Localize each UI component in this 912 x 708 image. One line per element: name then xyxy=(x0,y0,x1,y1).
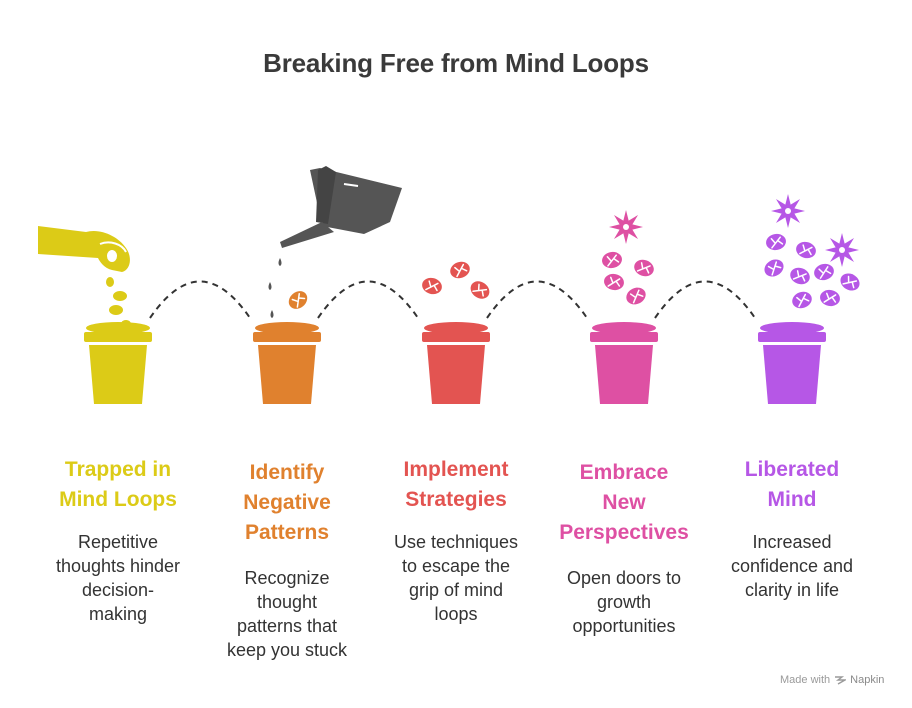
step-description-4: Open doors to growth opportunities xyxy=(539,566,709,638)
connector-2-3 xyxy=(317,280,419,319)
dashed-connectors xyxy=(149,280,756,319)
brand-label: Napkin xyxy=(850,674,885,686)
step-title-line: Perspectives xyxy=(559,521,689,544)
made-with-label: Made with xyxy=(780,674,831,686)
pot-icon-5 xyxy=(758,322,826,404)
step-description-line: patterns that xyxy=(236,616,338,636)
step-title-line: Mind xyxy=(767,488,817,511)
step-description-3: Use techniques to escape the grip of mind l… xyxy=(371,530,541,626)
step-title-line: Liberated xyxy=(744,458,840,481)
step-description-line: clarity in life xyxy=(744,580,840,600)
connector-3-4 xyxy=(486,280,588,319)
step-description-line: thought xyxy=(256,592,318,612)
step-description-line: making xyxy=(88,604,148,624)
flower-group-5 xyxy=(760,194,864,312)
pot-icon-3 xyxy=(422,322,490,404)
step-description-line: opportunities xyxy=(572,616,676,636)
step-title-line: Patterns xyxy=(244,521,330,544)
step-title-line: Negative xyxy=(243,491,331,514)
hand-seeds-icon xyxy=(38,226,131,328)
step-description-line: keep you stuck xyxy=(226,640,348,660)
step-description-1: Repetitive thoughts hinder decision-making xyxy=(33,530,203,626)
step-description-line: Increased xyxy=(752,532,832,552)
step-description-line: loops xyxy=(434,604,478,624)
flower-group-4 xyxy=(600,210,657,309)
step-title-line: Mind Loops xyxy=(59,488,177,511)
step-description-line: Recognize xyxy=(244,568,330,588)
step-description-line: Open doors to xyxy=(566,568,682,588)
step-description-line: growth xyxy=(596,592,652,612)
step-description-5: Increased confidence and clarity in life xyxy=(707,530,877,602)
step-title-line: Trapped in xyxy=(64,458,172,481)
step-description-line: thoughts hinder xyxy=(55,556,181,576)
flower-icon xyxy=(609,210,643,244)
step-title-1: Trapped in Mind Loops xyxy=(33,455,203,515)
step-title-line: New xyxy=(602,491,646,514)
connector-1-2 xyxy=(149,280,251,319)
step-title-line: Embrace xyxy=(579,461,669,484)
napkin-logo-icon xyxy=(835,676,847,685)
step-description-line: to escape the xyxy=(401,556,511,576)
step-description-line: confidence and xyxy=(730,556,854,576)
connector-4-5 xyxy=(654,280,756,319)
leaf-icon xyxy=(284,286,312,314)
pot-icon-4 xyxy=(590,322,658,404)
step-description-line: Repetitive xyxy=(77,532,159,552)
step-description-line: Use techniques xyxy=(393,532,519,552)
leaf-group-3 xyxy=(419,258,494,304)
page-title: Breaking Free from Mind Loops xyxy=(263,48,649,78)
pot-icon-2 xyxy=(253,322,321,404)
footer-watermark: Made with Napkin xyxy=(780,674,884,686)
step-title-line: Strategies xyxy=(405,488,507,511)
step-description-line: decision- xyxy=(81,580,155,600)
watering-can-icon xyxy=(268,166,402,318)
step-title-line: Identify xyxy=(249,461,325,484)
step-description-line: grip of mind xyxy=(408,580,504,600)
step-title-line: Implement xyxy=(403,458,509,481)
pot-icon-1 xyxy=(84,322,152,404)
step-description-2: Recognize thought patterns that keep you st… xyxy=(202,566,372,662)
